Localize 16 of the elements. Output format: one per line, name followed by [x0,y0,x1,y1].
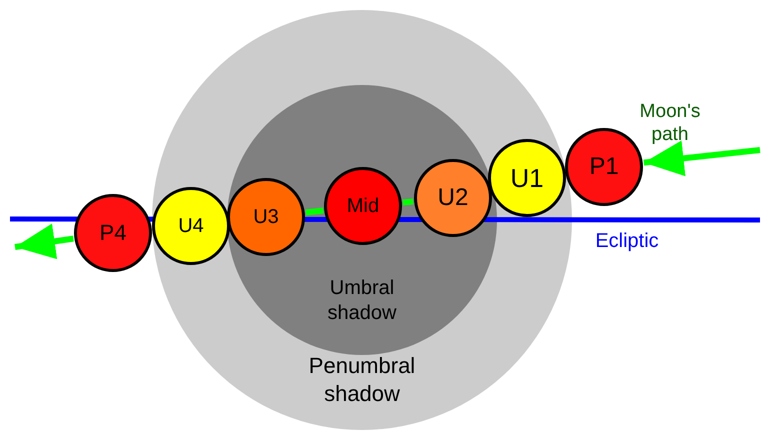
ecliptic-label: Ecliptic [594,229,660,253]
shadow-label: Penumbral shadow [308,352,416,408]
moon-label: P4 [100,220,126,246]
moon-label: U1 [510,162,544,194]
arrow [14,224,74,260]
moon-label: U2 [438,184,468,212]
moon-label: P1 [589,153,619,181]
moon-path-line [305,208,324,216]
moon-label: U3 [253,206,279,228]
moon-label: Mid [346,194,380,218]
moon-circle [488,139,566,217]
moon-path-line [402,198,414,206]
shadow-label: Umbral shadow [326,276,398,326]
arrow [643,140,760,176]
moon-label: U4 [178,214,204,238]
path-label: Moon's path [638,101,702,147]
